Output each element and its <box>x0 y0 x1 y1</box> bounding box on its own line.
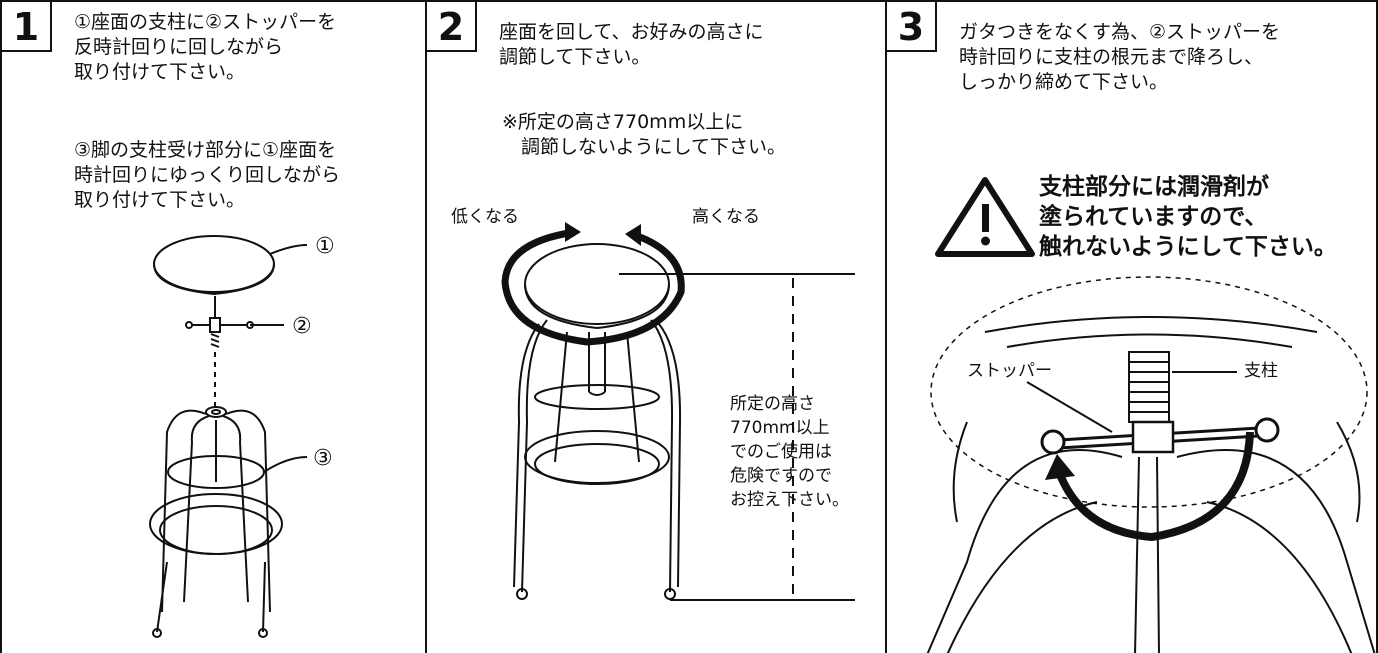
callout-legs: ③ <box>313 446 333 471</box>
lower-arrow-head <box>565 222 581 242</box>
step-1-panel: 1 ①座面の支柱に②ストッパーを 反時計回りに回しながら 取り付けて下さい。 ③… <box>0 0 427 653</box>
warning-icon <box>935 177 1035 257</box>
lower-label: 低くなる <box>451 207 519 227</box>
step-1-instruction-1: ①座面の支柱に②ストッパーを 反時計回りに回しながら 取り付けて下さい。 <box>74 11 337 83</box>
callout-seat: ① <box>315 234 335 259</box>
higher-arrow-head <box>625 224 641 246</box>
higher-label: 高くなる <box>692 207 760 227</box>
step-3-closeup-illustration <box>926 177 1376 653</box>
stopper-label: ストッパー <box>967 361 1052 381</box>
step-3-number: 3 <box>887 2 937 52</box>
step-3-panel: 3 ガタつきをなくす為、②ストッパーを 時計回りに支柱の根元まで降ろし、 しっか… <box>887 0 1378 653</box>
callout-stopper: ② <box>292 314 312 339</box>
step-1-assembly-illustration: ① ② ③ <box>149 234 335 638</box>
step-2-height-illustration <box>501 222 855 601</box>
step-2-height-note: ※所定の高さ770mm以上に 調節しないようにして下さい。 <box>502 111 787 158</box>
step-2-instruction: 座面を回して、お好みの高さに 調節して下さい。 <box>499 21 764 68</box>
lubricant-warning: 支柱部分には潤滑剤が 塗られていますので、 触れないようにして下さい。 <box>1039 174 1337 260</box>
step-2-panel: 2 座面を回して、お好みの高さに 調節して下さい。 ※所定の高さ770mm以上に… <box>427 0 887 653</box>
step-2-number: 2 <box>427 2 477 52</box>
post-label: 支柱 <box>1244 361 1278 381</box>
step-1-number: 1 <box>2 2 52 52</box>
step-1-instruction-2: ③脚の支柱受け部分に①座面を 時計回りにゆっくり回しながら 取り付けて下さい。 <box>74 139 341 211</box>
step-3-instruction: ガタつきをなくす為、②ストッパーを 時計回りに支柱の根元まで降ろし、 しっかり締… <box>959 21 1281 93</box>
rotate-arrow-head <box>1045 454 1075 480</box>
